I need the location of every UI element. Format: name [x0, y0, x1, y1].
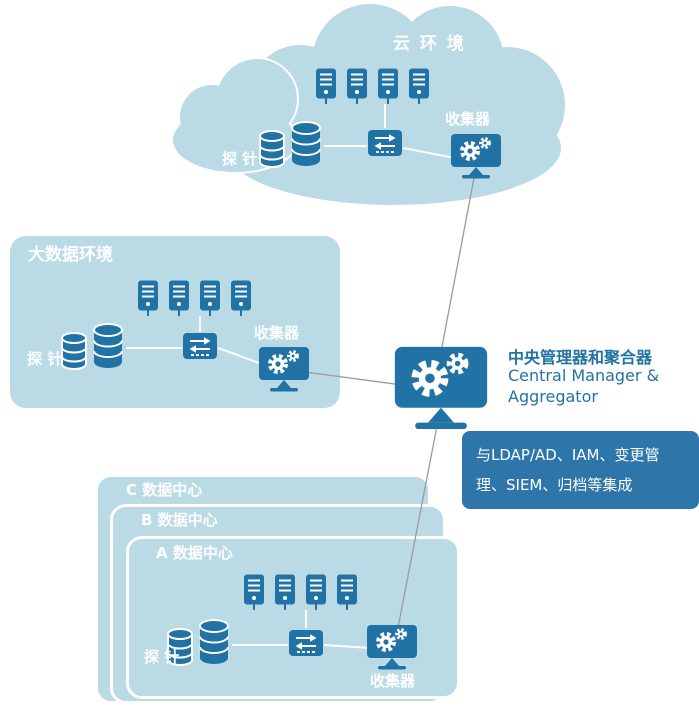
switch-icon	[367, 127, 403, 159]
collector-monitor-icon	[366, 624, 418, 670]
server-icon	[304, 574, 328, 610]
switch-icon	[182, 330, 218, 362]
switch-icon	[288, 627, 324, 659]
server-icon	[407, 68, 431, 104]
datacenter-a-title: A 数据中心	[156, 544, 233, 562]
cloud-probe-label: 探 针	[222, 150, 258, 168]
datacenter-a-collector-label: 收集器	[370, 672, 416, 690]
collector-monitor-icon	[450, 133, 502, 179]
datacenter-a-probe-label: 探 针	[144, 648, 180, 666]
database-probe-icon	[60, 320, 126, 374]
server-icon	[345, 68, 369, 104]
central-manager-title-en2: Aggregator	[508, 387, 598, 406]
central-manager-title-zh: 中央管理器和聚合器	[508, 348, 653, 367]
integration-note-line2: 理、SIEM、归档等集成	[476, 476, 633, 494]
server-icon	[314, 68, 338, 104]
server-icon	[198, 280, 222, 316]
server-icon	[273, 574, 297, 610]
server-icon	[376, 68, 400, 104]
datacenter-b-title: B 数据中心	[141, 511, 218, 529]
datacenter-a-panel	[126, 536, 460, 699]
server-icon	[242, 574, 266, 610]
collector-monitor-icon	[258, 346, 310, 392]
server-icon	[167, 280, 191, 316]
datacenter-c-title: C 数据中心	[126, 481, 203, 499]
bigdata-collector-label: 收集器	[254, 324, 300, 342]
integration-note-line1: 与LDAP/AD、IAM、变更管	[476, 446, 660, 464]
server-icon	[229, 280, 253, 316]
cloud-collector-label: 收集器	[445, 110, 491, 128]
integration-note-box: 与LDAP/AD、IAM、变更管 理、SIEM、归档等集成	[462, 431, 699, 509]
central-manager-icon	[393, 345, 489, 430]
central-manager-title-en1: Central Manager &	[508, 366, 660, 385]
database-probe-icon	[258, 118, 324, 172]
server-icon	[136, 280, 160, 316]
bigdata-probe-label: 探 针	[27, 350, 63, 368]
server-icon	[335, 574, 359, 610]
cloud-title: 云 环 境	[393, 34, 466, 54]
bigdata-title: 大数据环境	[28, 245, 113, 265]
